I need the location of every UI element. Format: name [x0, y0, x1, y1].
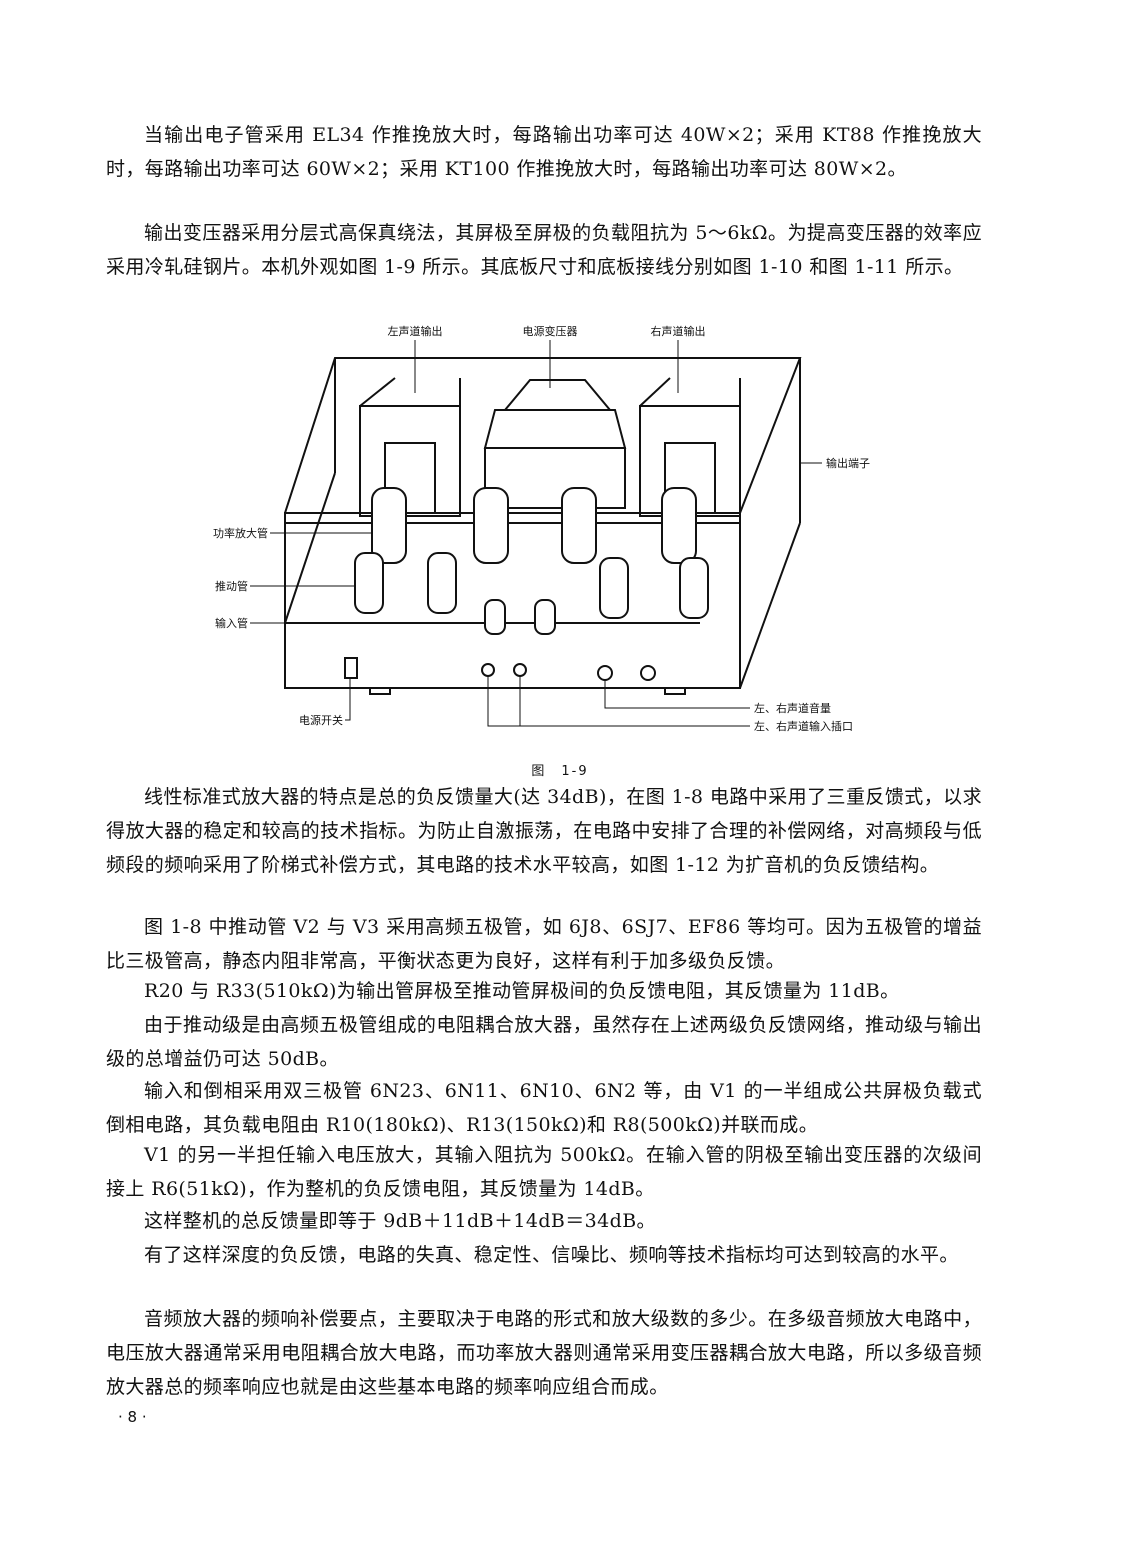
amplifier-illustration: 左声道输出 电源变压器 右声道输出 输出端子 功率放大管 推动管 输入管 电源开… [213, 324, 870, 733]
label-volume: 左、右声道音量 [754, 701, 831, 715]
paragraph-input-stage: V1 的另一半担任输入电压放大，其输入阻抗为 500kΩ。在输入管的阴极至输出变… [106, 1144, 982, 1200]
label-output-terminal: 输出端子 [826, 456, 870, 470]
amplifier-figure: 左声道输出 电源变压器 右声道输出 输出端子 功率放大管 推动管 输入管 电源开… [190, 318, 890, 748]
paragraph-phase-splitter: 输入和倒相采用双三极管 6N23、6N11、6N10、6N2 等，由 V1 的一… [106, 1080, 982, 1136]
paragraph-frequency-compensation: 音频放大器的频响补偿要点，主要取决于电路的形式和放大级数的多少。在多级音频放大电… [106, 1308, 982, 1398]
label-left-output: 左声道输出 [388, 324, 443, 338]
paragraph-output-transformer: 输出变压器采用分层式高保真绕法，其屏极至屏极的负载阻抗为 5～6kΩ。为提高变压… [106, 222, 982, 278]
label-input-jack: 左、右声道输入插口 [754, 719, 853, 733]
paragraph-output-power: 当输出电子管采用 EL34 作推挽放大时，每路输出功率可达 40W×2；采用 K… [106, 124, 982, 180]
label-input-tube: 输入管 [215, 616, 248, 630]
page-number: · 8 · [118, 1408, 147, 1426]
label-power-tube: 功率放大管 [213, 526, 268, 540]
paragraph-driver-tubes: 图 1-8 中推动管 V2 与 V3 采用高频五极管，如 6J8、6SJ7、EF… [106, 916, 982, 972]
paragraph-linear-amplifier: 线性标准式放大器的特点是总的负反馈量大(达 34dB)，在图 1-8 电路中采用… [106, 786, 982, 876]
paragraph-driver-gain: 由于推动级是由高频五极管组成的电阻耦合放大器，虽然存在上述两级负反馈网络，推动级… [106, 1014, 982, 1070]
paragraph-total-feedback: 这样整机的总反馈量即等于 9dB＋11dB＋14dB＝34dB。 [144, 1210, 656, 1232]
label-power-switch: 电源开关 [299, 713, 343, 727]
figure-caption: 图 1-9 [531, 764, 589, 779]
label-driver-tube: 推动管 [215, 579, 248, 593]
paragraph-deep-feedback: 有了这样深度的负反馈，电路的失真、稳定性、信噪比、频响等技术指标均可达到较高的水… [144, 1244, 959, 1266]
label-power-transformer: 电源变压器 [523, 324, 578, 338]
paragraph-feedback-resistor: R20 与 R33(510kΩ)为输出管屏极至推动管屏极间的负反馈电阻，其反馈量… [144, 980, 900, 1002]
label-right-output: 右声道输出 [651, 324, 706, 338]
